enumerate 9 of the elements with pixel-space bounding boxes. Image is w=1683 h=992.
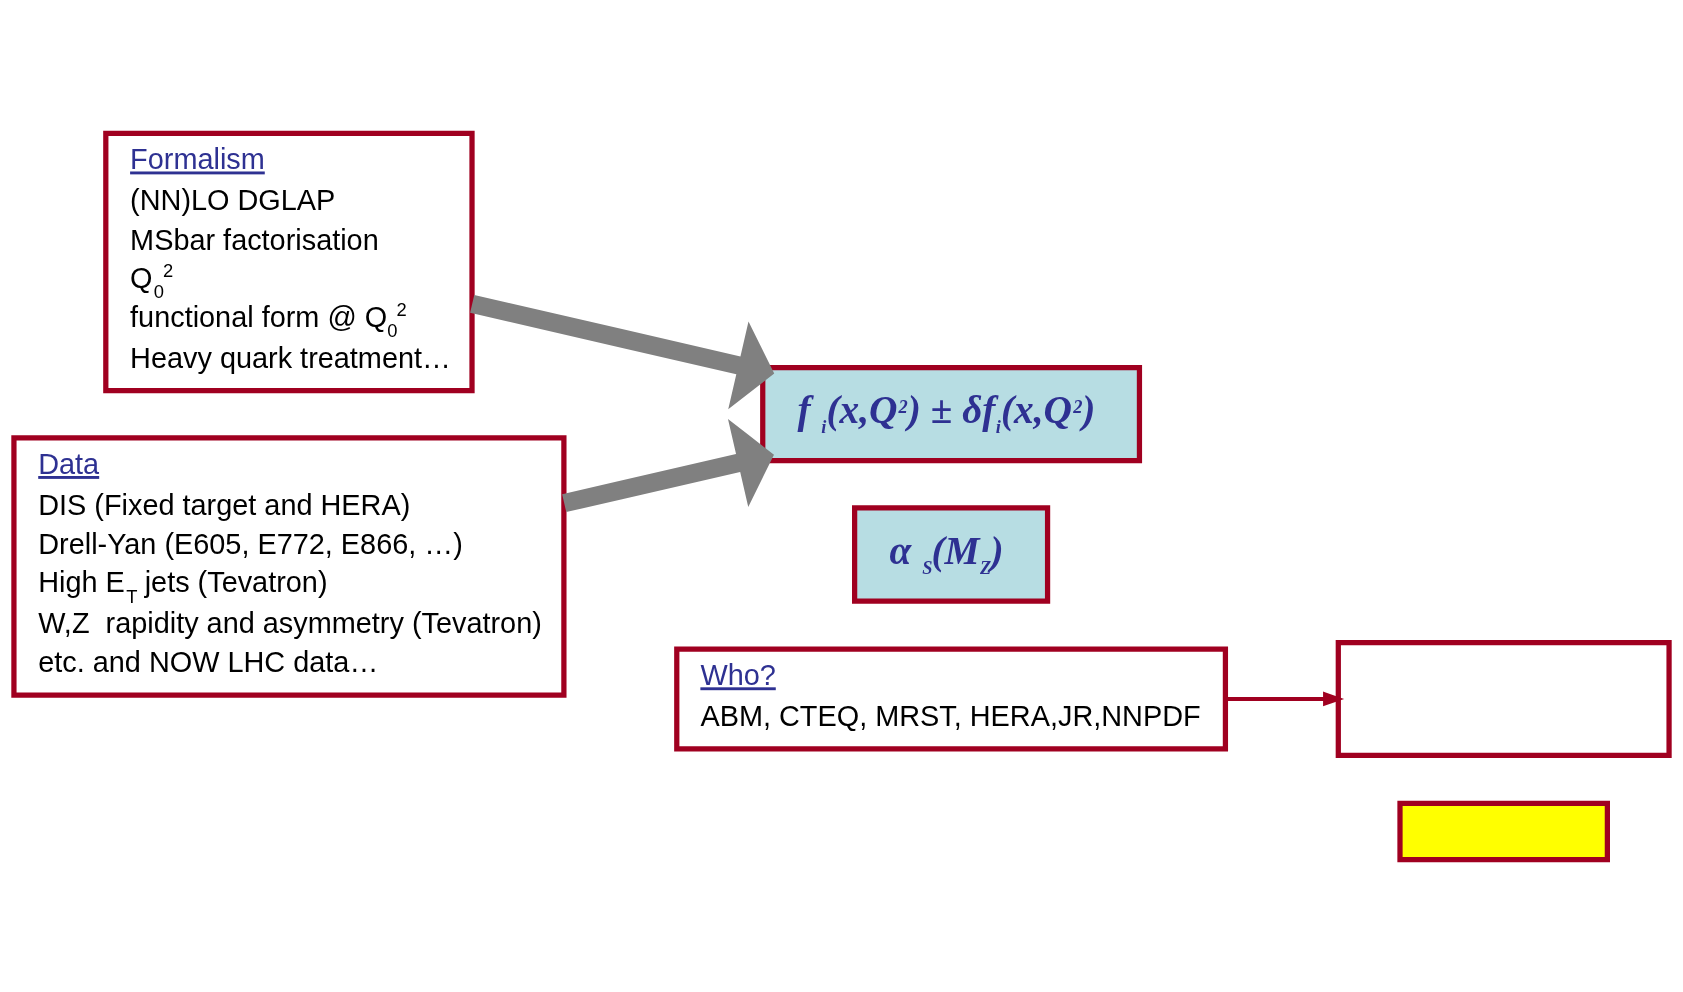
arrow (470, 294, 775, 409)
node-box: α$_{S}$(M$_{Z}$) (852, 504, 1051, 604)
node-box (1335, 639, 1672, 758)
node-box: f$_{i}$(x,Q$^{2}$) ± δf$_{i}$(x,Q$^{2}$) (760, 364, 1143, 463)
node-box: Data DIS (Fixed target and HERA) Drell-Yan (E605, E772, E866, …) High E$_{T}$ jets (Tevatron) W,Z rapidity and asymmetry (Tevatron) etc. and NOW LHC data… (11, 434, 567, 698)
node-box (1397, 800, 1610, 862)
node-box: Who? ABM, CTEQ, MRST, HERA,JR,NNPDF (674, 645, 1229, 751)
arrow (562, 418, 774, 512)
arrow (1225, 691, 1345, 706)
